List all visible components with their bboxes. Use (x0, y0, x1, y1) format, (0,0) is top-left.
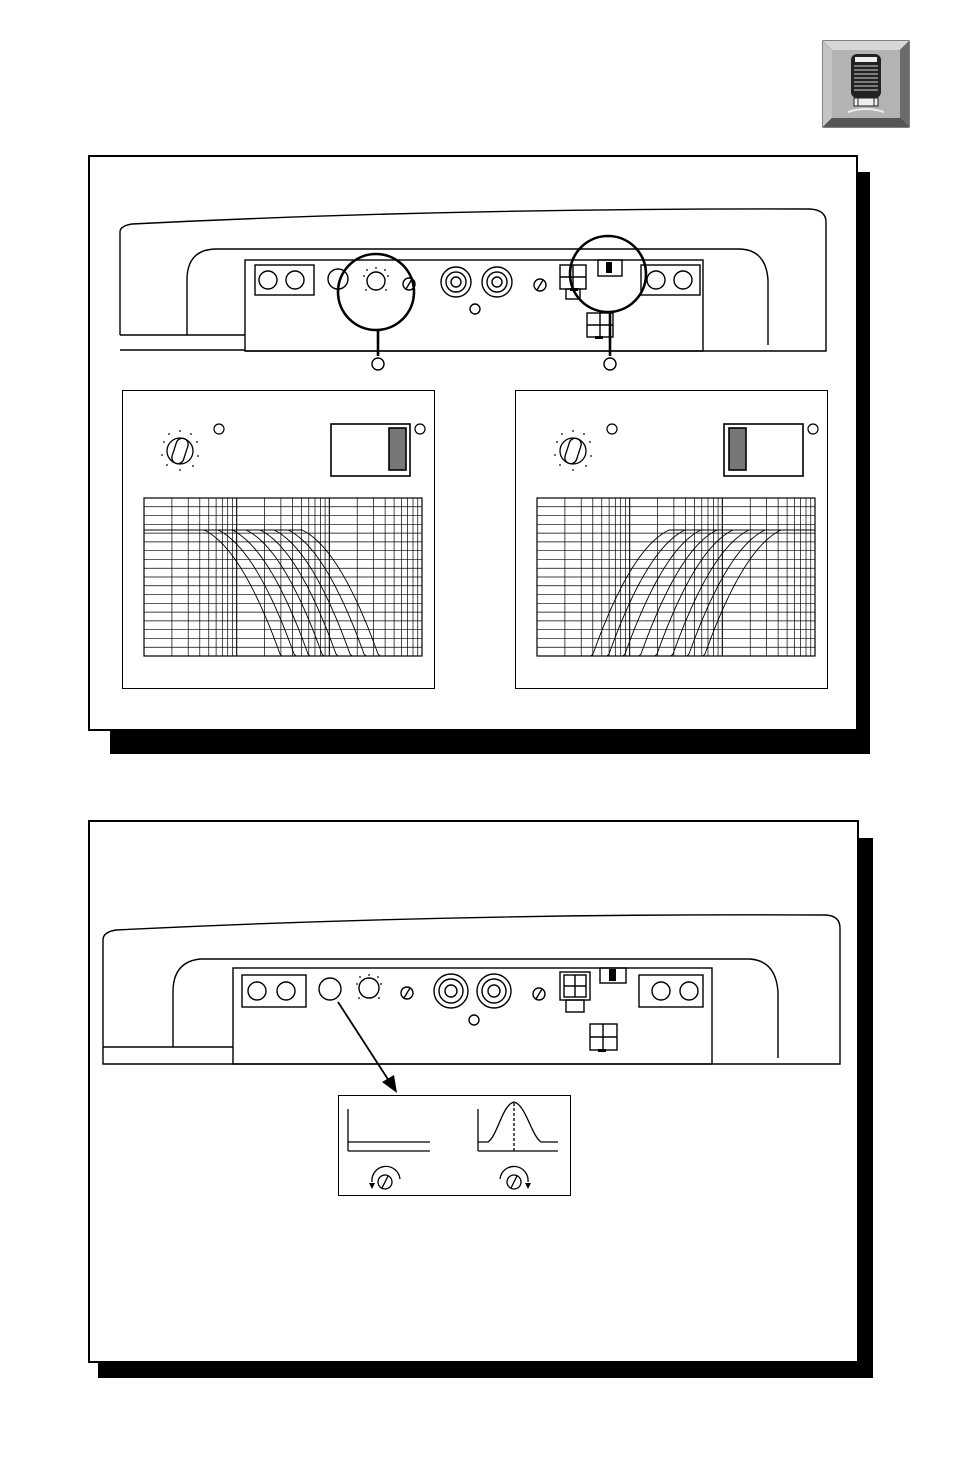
peak-response-graph (478, 1102, 558, 1151)
rotate-clockwise-icon (500, 1166, 528, 1189)
arrow-icon (338, 1002, 391, 1084)
rotate-counter-clockwise-icon (372, 1166, 400, 1189)
flat-response-graph (348, 1109, 430, 1151)
bass-eq-inset (338, 1095, 571, 1196)
